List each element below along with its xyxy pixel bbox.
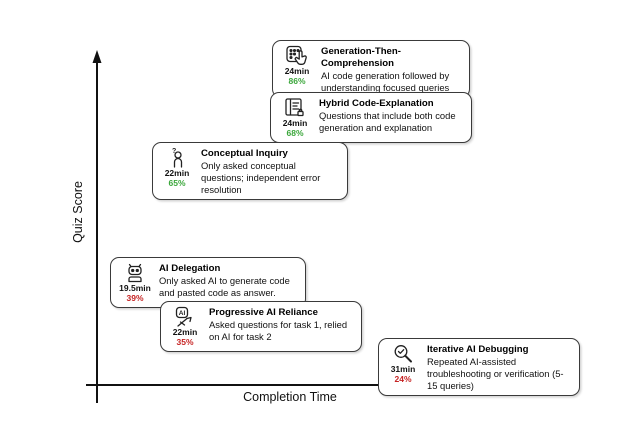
y-axis-label: Quiz Score [71,181,85,243]
annotation-title: Generation-Then-Comprehension [321,46,401,69]
x-axis-label: Completion Time [243,390,337,404]
time-badge: 24min [282,118,308,128]
score-badge: 24% [394,373,412,384]
svg-text:AI: AI [179,310,186,317]
annotation-description: Repeated AI-assisted troubleshooting or … [427,355,564,392]
annotation-description: Only asked conceptual questions; indepen… [201,159,321,196]
annotation-iterative-ai-debugging: 31min 24% Iterative AI Debugging Repeate… [378,338,580,397]
ai-trend-icon: AI [174,306,196,328]
score-badge: 39% [126,292,144,303]
annotation-title: Progressive AI Reliance [209,307,318,318]
annotation-description: Only asked AI to generate code and paste… [159,274,290,299]
annotation-generation-then-comprehension: 24min 86% Generation-Then-Comprehension … [272,40,470,99]
annotation-description: Questions that include both code generat… [319,109,456,134]
annotation-description: AI code generation followed by understan… [321,69,450,93]
annotation-title: Conceptual Inquiry [201,148,288,159]
time-badge: 22min [164,168,190,178]
annotation-conceptual-inquiry: ? 22min 65% Conceptual Inquiry Only aske… [152,142,348,201]
svg-text:?: ? [172,148,176,155]
score-badge: 68% [286,127,304,138]
time-badge: 24min [284,66,310,76]
robot-icon [124,262,146,284]
magnifier-check-icon [392,343,414,365]
thinking-person-icon: ? [166,147,188,169]
annotation-title: Hybrid Code-Explanation [319,98,434,109]
time-badge: 19.5min [119,283,151,293]
annotation-ai-delegation: 19.5min 39% AI Delegation Only asked AI … [110,257,306,308]
score-badge: 35% [176,336,194,347]
score-badge: 86% [288,75,306,86]
time-badge: 31min [390,364,416,374]
annotation-title: Iterative AI Debugging [427,344,529,355]
annotation-title: AI Delegation [159,263,221,274]
annotation-hybrid-code-explanation: 24min 68% Hybrid Code-Explanation Questi… [270,92,472,143]
score-badge: 65% [168,177,186,188]
annotation-description: Asked questions for task 1, relied on AI… [209,318,348,343]
tap-generate-icon [286,45,308,67]
code-document-icon [284,97,306,119]
annotation-progressive-ai-reliance: AI 22min 35% Progressive AI Reliance Ask… [160,301,362,352]
y-axis-arrowhead [92,50,102,63]
time-badge: 22min [172,327,198,337]
